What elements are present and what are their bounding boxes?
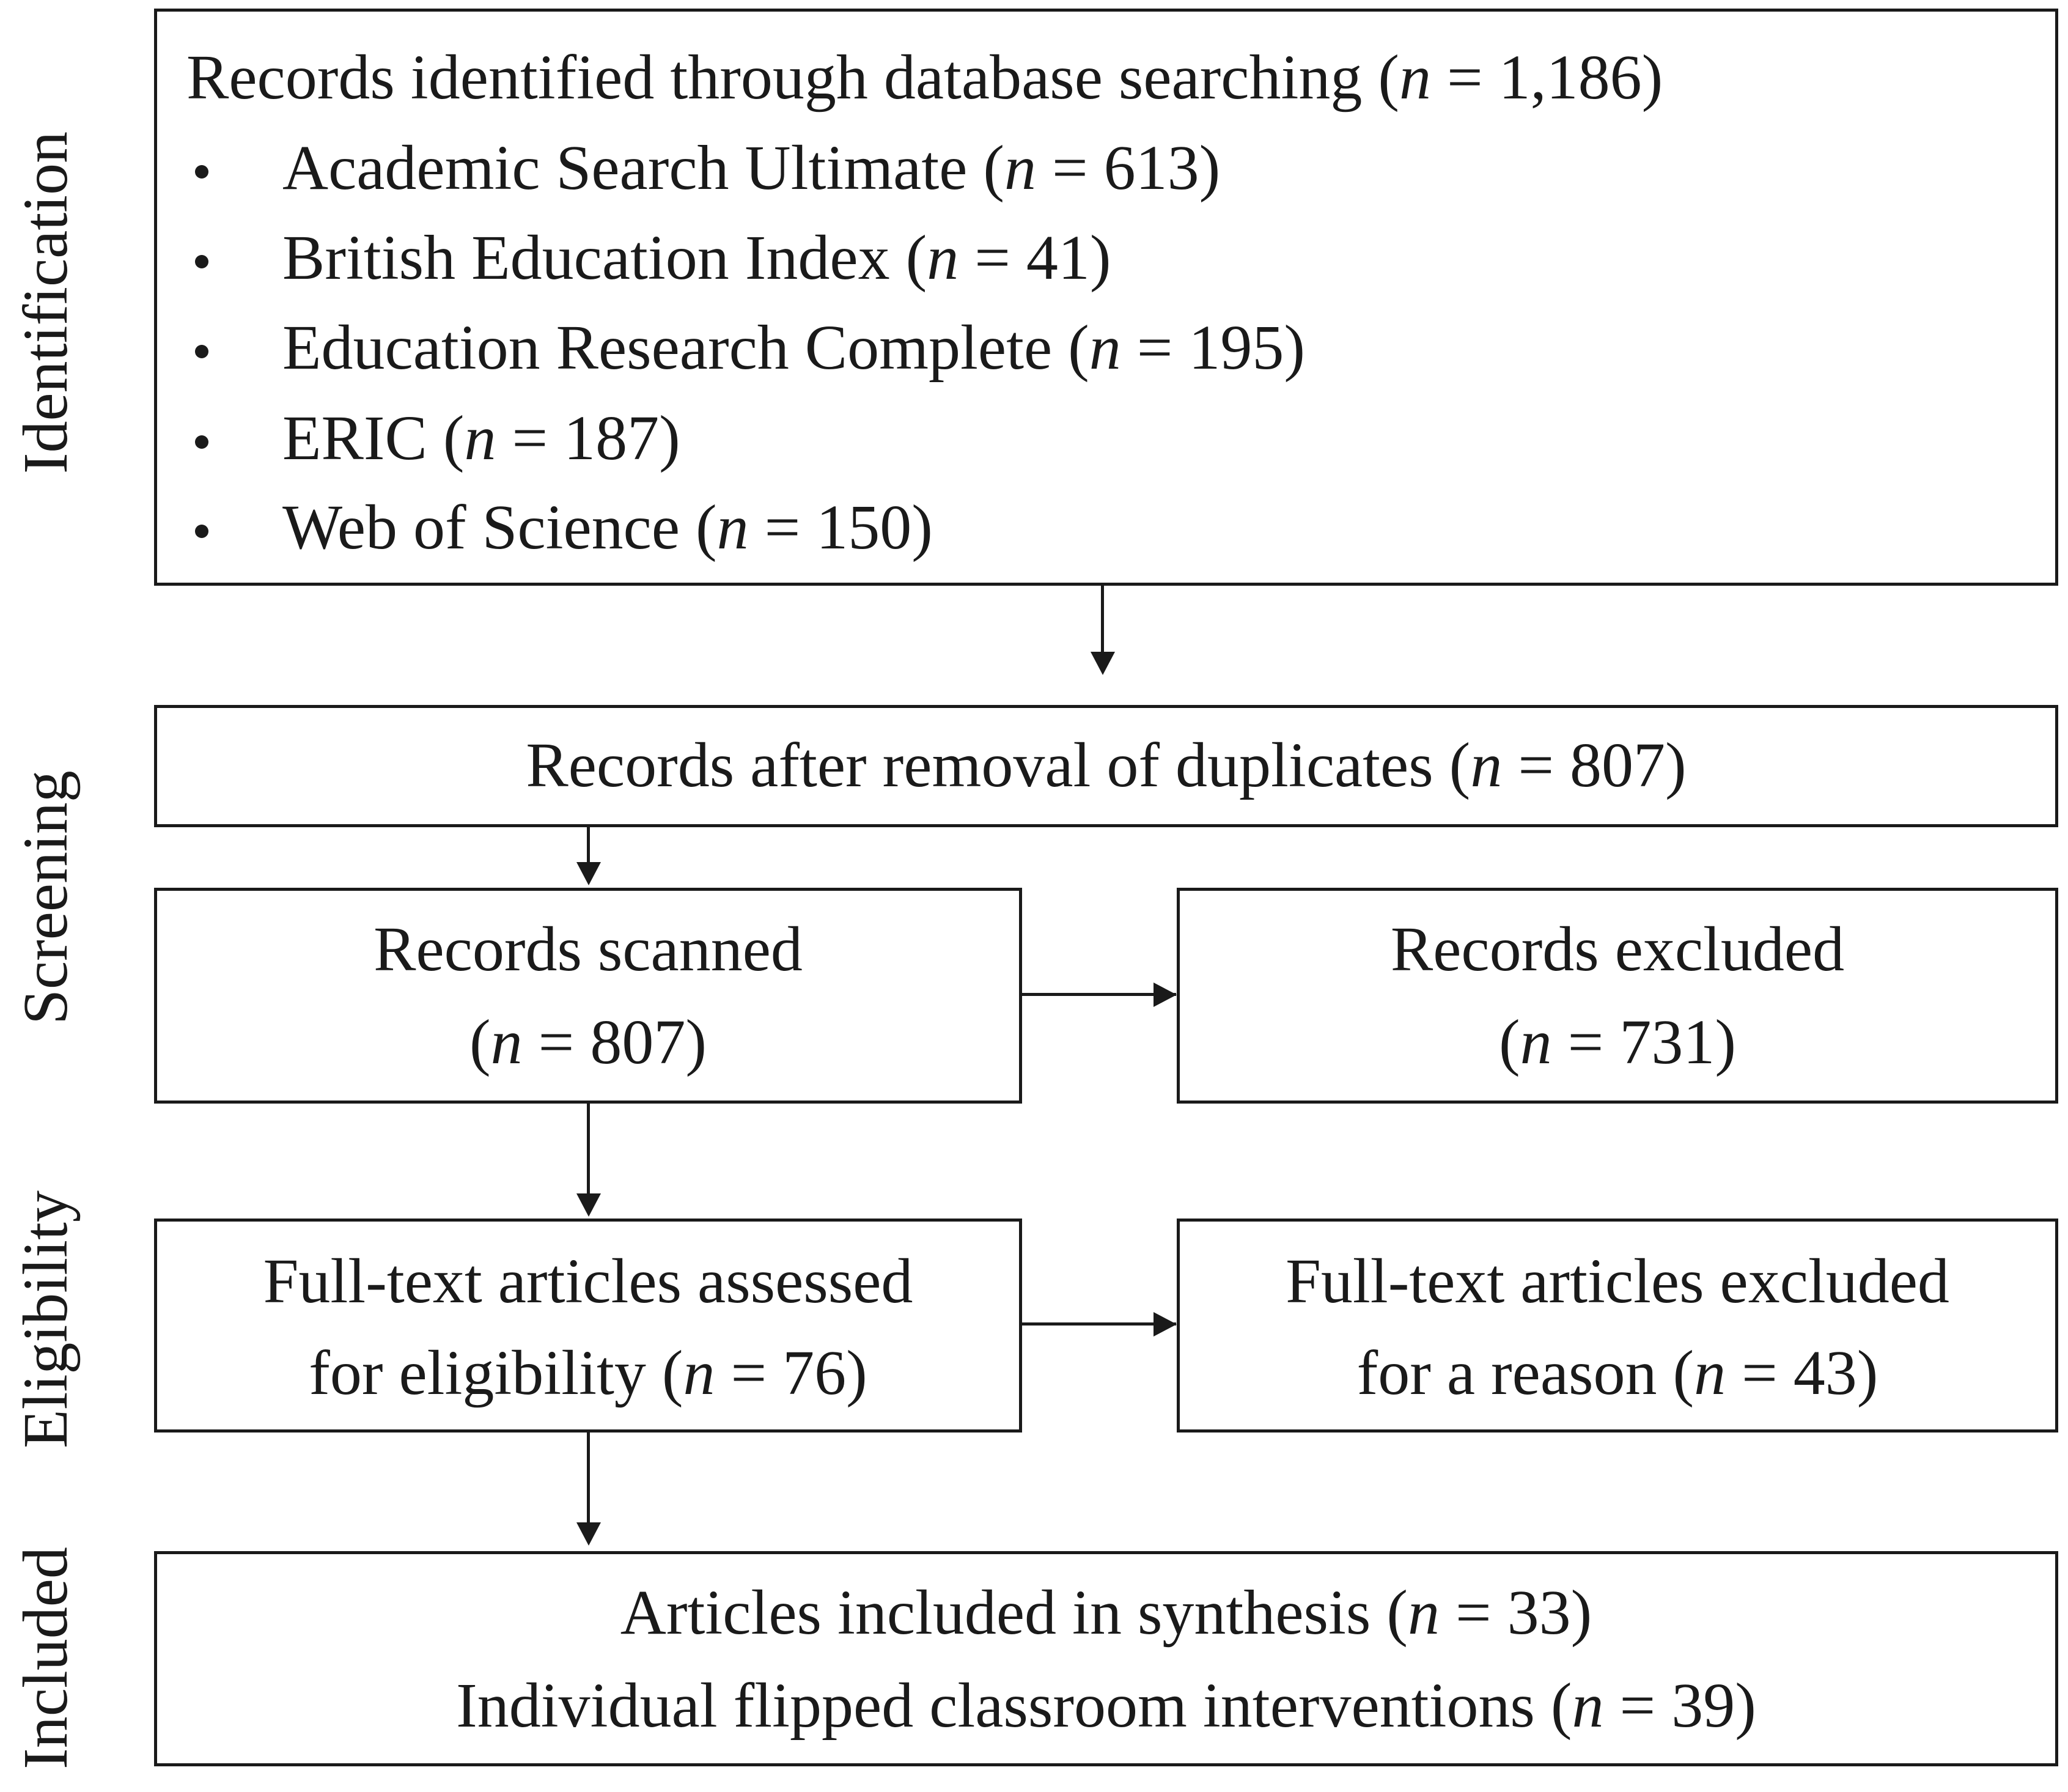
identification-title-text: Records identified through database sear… (186, 42, 1399, 112)
identification-title: Records identified through database sear… (186, 46, 1663, 109)
duplicates-count: = 807) (1502, 730, 1687, 800)
arrow-shaft (1022, 1322, 1176, 1326)
fulltext-excluded-line2: for a reason (n = 43) (1180, 1341, 2055, 1405)
arrow-head-icon (576, 862, 601, 885)
fulltext-excluded-count: = 43) (1726, 1338, 1878, 1408)
database-name: Academic Search Ultimate ( (282, 133, 1005, 203)
fulltext-assessed-line1: Full-text articles assessed (263, 1246, 913, 1316)
included-line2-count: = 39) (1603, 1670, 1756, 1741)
database-item: Education Research Complete (n = 195) (282, 316, 1305, 380)
fulltext-excluded-n: n (1694, 1338, 1726, 1408)
stage-label-eligibility: Eligibility (10, 1190, 81, 1448)
records-excluded-line1: Records excluded (1390, 914, 1845, 984)
database-count: = 195) (1120, 312, 1306, 383)
arrow-shaft (1101, 586, 1104, 653)
bullet-icon (195, 255, 208, 268)
arrow-shaft (587, 1104, 590, 1195)
included-line2-n: n (1572, 1670, 1604, 1741)
fulltext-assessed-box: Full-text articles assessed for eligibil… (154, 1219, 1022, 1432)
database-n: n (464, 403, 496, 473)
duplicates-label: Records after removal of duplicates ( (526, 730, 1471, 800)
database-name: ERIC ( (282, 403, 465, 473)
fulltext-assessed-text: for eligibility ( (309, 1338, 683, 1408)
database-n: n (716, 492, 749, 562)
database-count: = 613) (1036, 133, 1221, 203)
arrow-head-icon (1091, 652, 1115, 675)
fulltext-assessed-n: n (683, 1338, 715, 1408)
database-n: n (1004, 133, 1037, 203)
arrow-head-icon (1154, 983, 1177, 1007)
included-line1: Articles included in synthesis (n = 33) (157, 1581, 2055, 1645)
stage-label-included: Included (10, 1547, 81, 1769)
database-count: = 41) (959, 223, 1111, 293)
included-line2-text: Individual flipped classroom interventio… (456, 1670, 1572, 1741)
duplicates-box: Records after removal of duplicates (n =… (154, 705, 2058, 827)
records-scanned-open: ( (469, 1007, 491, 1077)
identification-title-count: = 1,186) (1430, 42, 1663, 112)
identification-box: Records identified through database sear… (154, 9, 2058, 586)
identification-title-n: n (1399, 42, 1431, 112)
records-scanned-box: Records scanned (n = 807) (154, 888, 1022, 1104)
records-scanned-line2: (n = 807) (157, 1011, 1019, 1074)
fulltext-excluded-line1: Full-text articles excluded (1286, 1246, 1949, 1316)
database-item: Web of Science (n = 150) (282, 496, 933, 559)
included-box: Articles included in synthesis (n = 33) … (154, 1551, 2058, 1766)
bullet-icon (195, 525, 208, 538)
database-n: n (927, 223, 959, 293)
fulltext-assessed-count: = 76) (715, 1338, 867, 1408)
records-excluded-line2: (n = 731) (1180, 1011, 2055, 1074)
records-scanned-count: = 807) (522, 1007, 707, 1077)
bullet-icon (195, 345, 208, 358)
records-excluded-open: ( (1499, 1007, 1520, 1077)
database-count: = 187) (496, 403, 680, 473)
database-n: n (1089, 312, 1121, 383)
stage-label-identification: Identification (10, 131, 81, 474)
database-name: Web of Science ( (282, 492, 717, 562)
database-item: ERIC (n = 187) (282, 407, 680, 470)
records-scanned-line1: Records scanned (373, 914, 803, 984)
arrow-head-icon (576, 1193, 601, 1217)
database-name: Education Research Complete ( (282, 312, 1089, 383)
fulltext-excluded-text: for a reason ( (1356, 1338, 1695, 1408)
duplicates-n: n (1470, 730, 1503, 800)
records-excluded-n: n (1520, 1007, 1552, 1077)
bullet-icon (195, 435, 208, 449)
fulltext-assessed-line2: for eligibility (n = 76) (157, 1341, 1019, 1405)
database-count: = 150) (748, 492, 933, 562)
included-line2: Individual flipped classroom interventio… (157, 1674, 2055, 1738)
duplicates-text: Records after removal of duplicates (n =… (157, 734, 2055, 797)
bullet-icon (195, 165, 208, 179)
included-line1-count: = 33) (1439, 1577, 1592, 1648)
arrow-head-icon (576, 1522, 601, 1546)
records-scanned-n: n (490, 1007, 523, 1077)
included-line1-n: n (1407, 1577, 1440, 1648)
database-item: Academic Search Ultimate (n = 613) (282, 136, 1220, 200)
arrow-head-icon (1154, 1312, 1177, 1337)
records-excluded-count: = 731) (1551, 1007, 1736, 1077)
arrow-shaft (587, 827, 590, 864)
database-name: British Education Index ( (282, 223, 927, 293)
fulltext-excluded-box: Full-text articles excluded for a reason… (1177, 1219, 2058, 1432)
arrow-shaft (587, 1432, 590, 1524)
stage-label-screening: Screening (10, 770, 81, 1025)
arrow-shaft (1022, 993, 1176, 996)
records-excluded-box: Records excluded (n = 731) (1177, 888, 2058, 1104)
database-item: British Education Index (n = 41) (282, 226, 1111, 290)
included-line1-text: Articles included in synthesis ( (620, 1577, 1408, 1648)
